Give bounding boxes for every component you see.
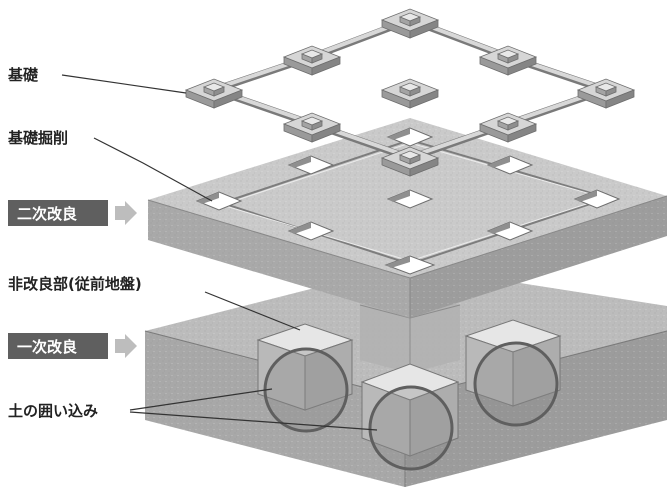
tag-primary-text: 一次改良 <box>17 338 77 356</box>
enclosure-circle-front <box>370 387 452 469</box>
label-soil-enclosure-text: 土の囲い込み <box>8 402 98 420</box>
tag-primary-improvement: 一次改良 <box>8 333 137 359</box>
footings <box>186 9 634 176</box>
footing-top <box>382 9 438 38</box>
label-foundation-text: 基礎 <box>7 66 39 84</box>
enclosure-circle-left <box>265 349 347 431</box>
tag-secondary-text: 二次改良 <box>17 205 77 223</box>
footing-center <box>382 79 438 108</box>
arrow-right-icon <box>115 334 137 358</box>
arrow-right-icon <box>115 201 137 225</box>
label-foundation: 基礎 <box>7 66 186 93</box>
label-unimproved-text: 非改良部(従前地盤) <box>8 275 142 293</box>
tag-secondary-improvement: 二次改良 <box>8 200 137 226</box>
enclosure-circle-right <box>475 343 557 425</box>
label-excavation-text: 基礎掘削 <box>7 129 68 147</box>
